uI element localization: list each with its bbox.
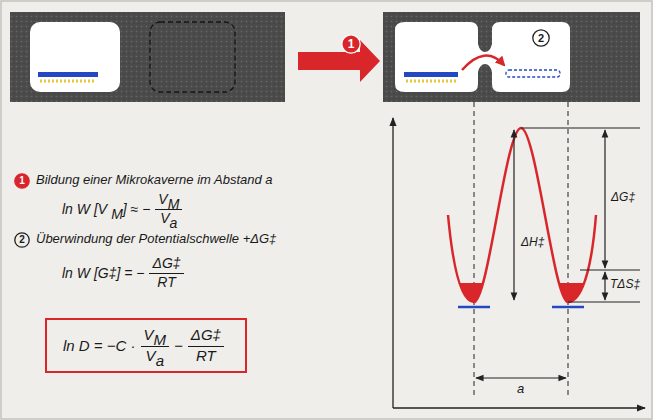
molecule-shadow (40, 80, 96, 83)
callout-number: 1 (19, 176, 25, 186)
fraction: ΔG‡ RT (188, 327, 224, 364)
energy-label: ΔG‡ (611, 191, 635, 205)
molecule-bar (38, 72, 98, 77)
formula-term: M (168, 197, 180, 212)
callout-number: 1 (341, 34, 361, 54)
callout-number: 2 (19, 235, 25, 245)
formula-row: ln D = −C · VMVa−ΔG‡ RT (63, 327, 229, 364)
joined-cavity (395, 22, 570, 92)
level-mark (458, 306, 490, 309)
denominator: Va (143, 347, 167, 365)
formula-row: ln W [G‡] = − ΔG‡ RT (62, 256, 189, 291)
entropy-arrow (604, 272, 605, 300)
reference-line (521, 128, 640, 129)
formula-term: a (156, 353, 164, 370)
callout-circle (15, 233, 29, 247)
fraction: VMVa (141, 327, 170, 364)
numerator: VM (141, 327, 170, 347)
formula-row: ln W [VM] ≈ −VMVa (62, 192, 187, 227)
formula-term: ln W [G‡] = − (62, 265, 144, 281)
enthalpy-arrow (513, 130, 514, 300)
formula-term: ln W [V (62, 201, 107, 217)
numerator: ΔG‡ (149, 256, 183, 274)
reference-line (568, 302, 640, 303)
future-cavity (150, 22, 235, 92)
formula-term: RT (196, 348, 216, 365)
guide-line (568, 102, 569, 395)
y-axis (392, 118, 393, 408)
process-arrow (298, 40, 380, 82)
reference-line (580, 270, 640, 271)
callout-number: 2 (532, 29, 550, 47)
energy-label: ΔH‡ (519, 236, 546, 250)
numerator: ΔG‡ (188, 327, 224, 347)
formula-term: V (160, 211, 169, 226)
callout-number: 1 (14, 173, 30, 189)
formula-term: RT (157, 275, 175, 290)
callout-circle (15, 174, 29, 188)
formula-term: ΔG‡ (191, 327, 221, 344)
dimension-label: a (517, 382, 524, 397)
guide-line (474, 102, 475, 395)
fraction: ΔG‡ RT (149, 256, 183, 291)
formula-term: V (144, 327, 154, 344)
formula-box: ln D = −C · VMVa−ΔG‡ RT (45, 318, 247, 373)
formula-term: M (111, 206, 123, 222)
formula-term: ] ≈ − (123, 201, 151, 217)
callout-number: 2 (14, 232, 30, 248)
dimension-arrow (476, 377, 566, 378)
molecule-shadow (406, 80, 456, 83)
step-text: Bildung einer Mikrokaverne im Abstand a (36, 173, 273, 188)
molecule-bar (404, 72, 458, 77)
formula-term: − (174, 337, 183, 354)
level-mark (552, 306, 584, 309)
cavity (30, 22, 120, 92)
jump-arrow (462, 56, 504, 70)
formula-term: V (146, 348, 156, 365)
numerator: VM (155, 192, 182, 210)
callout-circle (533, 30, 549, 46)
denominator: RT (193, 347, 219, 365)
callout-number: 2 (538, 33, 544, 44)
rock-panel (383, 12, 640, 102)
formula-term: a (170, 216, 178, 231)
formula-term: ΔG‡ (152, 256, 180, 271)
x-axis (393, 407, 645, 408)
free-energy-arrow (604, 130, 605, 268)
denominator: Va (157, 210, 180, 226)
fraction: VMVa (155, 192, 182, 227)
energy-curve (448, 128, 596, 302)
well-fill (448, 283, 596, 302)
rock-panel (10, 12, 285, 102)
callout-number: 1 (348, 38, 355, 50)
formula-term: V (158, 192, 167, 207)
formula-term: ln D = −C · (63, 337, 136, 354)
target-position (506, 70, 560, 77)
denominator: RT (154, 274, 178, 290)
energy-label: TΔS‡ (610, 278, 640, 292)
formula-term: M (154, 332, 167, 349)
step-text: Überwindung der Potentialschwelle +ΔG‡ (36, 232, 276, 247)
callout-circle (342, 35, 360, 53)
